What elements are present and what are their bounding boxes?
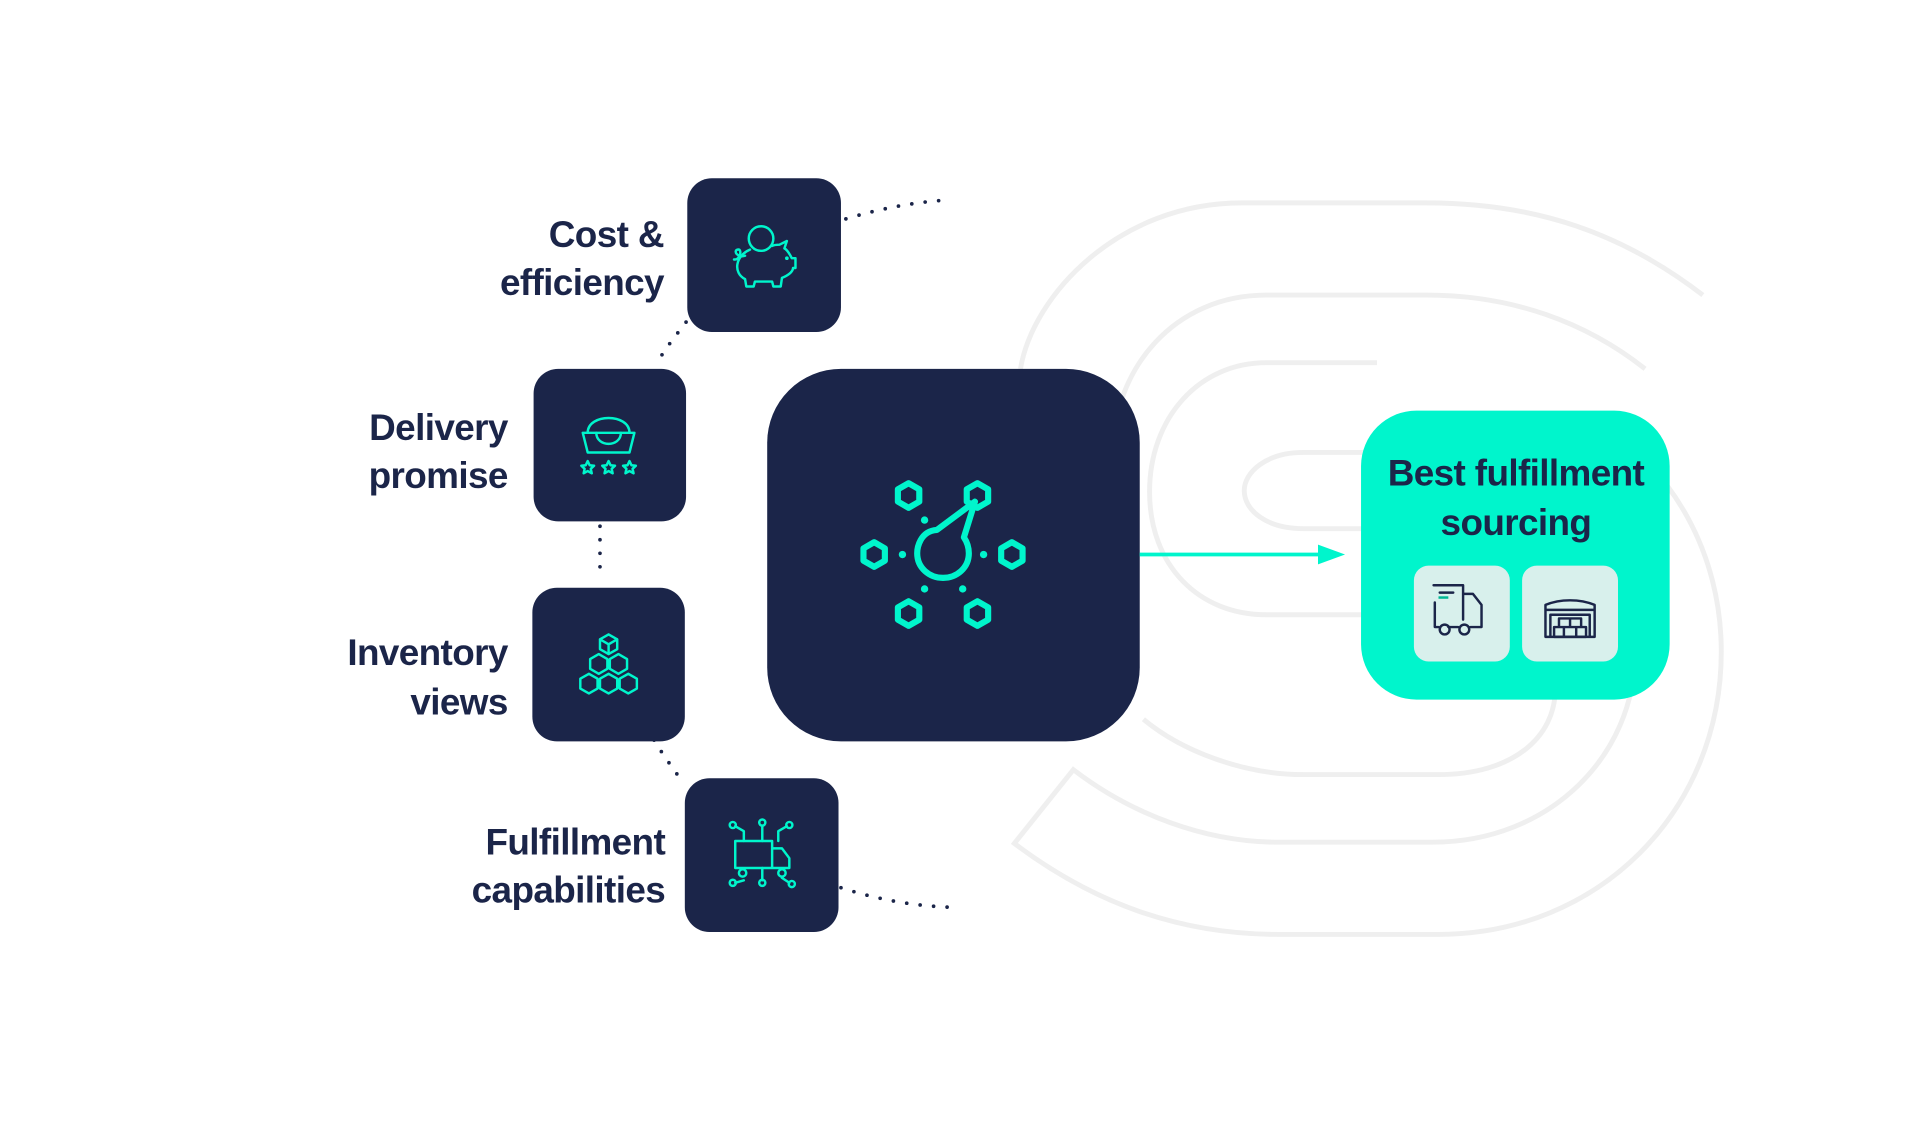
output-title-line1: Best fulfillment [1388, 453, 1645, 494]
piggy-bank-icon [732, 225, 797, 288]
stacked-cubes-icon [579, 633, 639, 695]
input-inventory-views: Inventory views [347, 587, 685, 742]
output-title-line2: sourcing [1441, 502, 1592, 543]
network-hub-icon [860, 480, 1026, 629]
input-label-line2: capabilities [472, 869, 665, 910]
delivery-truck-icon [1432, 584, 1483, 636]
input-fulfillment-capabilities: Fulfillment capabilities [472, 778, 839, 932]
input-label-line2: views [410, 681, 507, 722]
input-label-line1: Fulfillment [485, 822, 665, 863]
truck-circuit-icon [728, 818, 797, 889]
output-best-fulfillment-sourcing: Best fulfillment sourcing [1361, 410, 1670, 700]
sourcing-engine [767, 368, 1140, 742]
dotted-connectors [598, 198, 955, 910]
input-label-line1: Delivery [369, 407, 509, 448]
warehouse-icon [1544, 599, 1596, 639]
output-arrow [1139, 544, 1346, 565]
input-label-line1: Inventory [347, 632, 509, 673]
input-label-line2: efficiency [500, 262, 665, 303]
shopping-bag-stars-icon [580, 416, 638, 475]
input-label-line1: Cost & [549, 214, 664, 255]
input-delivery-promise: Delivery promise [369, 368, 687, 522]
input-cost-efficiency: Cost & efficiency [500, 178, 841, 332]
input-label-line2: promise [369, 455, 508, 496]
